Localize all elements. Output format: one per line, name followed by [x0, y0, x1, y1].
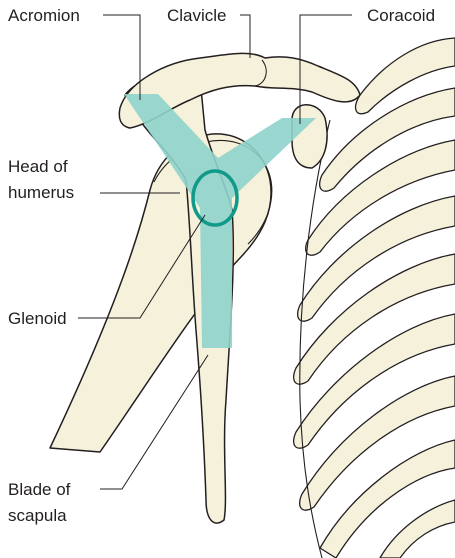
- label-head-of-humerus-line1: Head of: [8, 157, 68, 176]
- clavicle-leader: [240, 15, 250, 58]
- rib-9: [380, 500, 455, 558]
- label-coracoid: Coracoid: [367, 6, 435, 25]
- coracoid-process: [292, 105, 327, 168]
- label-clavicle: Clavicle: [167, 6, 227, 25]
- label-glenoid: Glenoid: [8, 309, 67, 328]
- label-acromion: Acromion: [8, 6, 80, 25]
- label-blade-of-scapula-line1: Blade of: [8, 480, 71, 499]
- label-blade-of-scapula-line2: scapula: [8, 506, 67, 525]
- label-head-of-humerus-line2: humerus: [8, 183, 74, 202]
